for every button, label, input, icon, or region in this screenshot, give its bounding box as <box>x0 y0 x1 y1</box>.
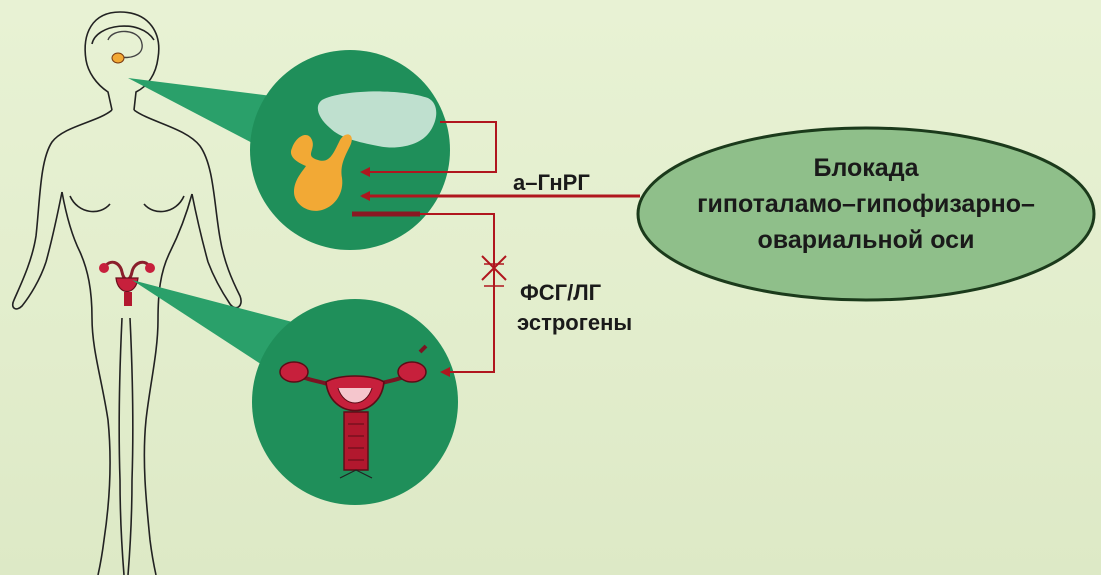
fsh-lh-label: ФСГ/ЛГ <box>520 280 602 305</box>
blockade-line-3: овариальной оси <box>758 226 975 254</box>
estrogens-label: эстрогены <box>517 310 632 335</box>
agnrg-label: а–ГнРГ <box>513 170 590 195</box>
blockade-line-1: Блокада <box>814 154 920 182</box>
head-callout-wedge <box>128 78 272 146</box>
blockade-line-2: гипоталамо–гипофизарно– <box>697 190 1035 218</box>
head-brain-marker <box>108 31 142 63</box>
hypothalamus-pituitary-circle <box>250 50 450 250</box>
